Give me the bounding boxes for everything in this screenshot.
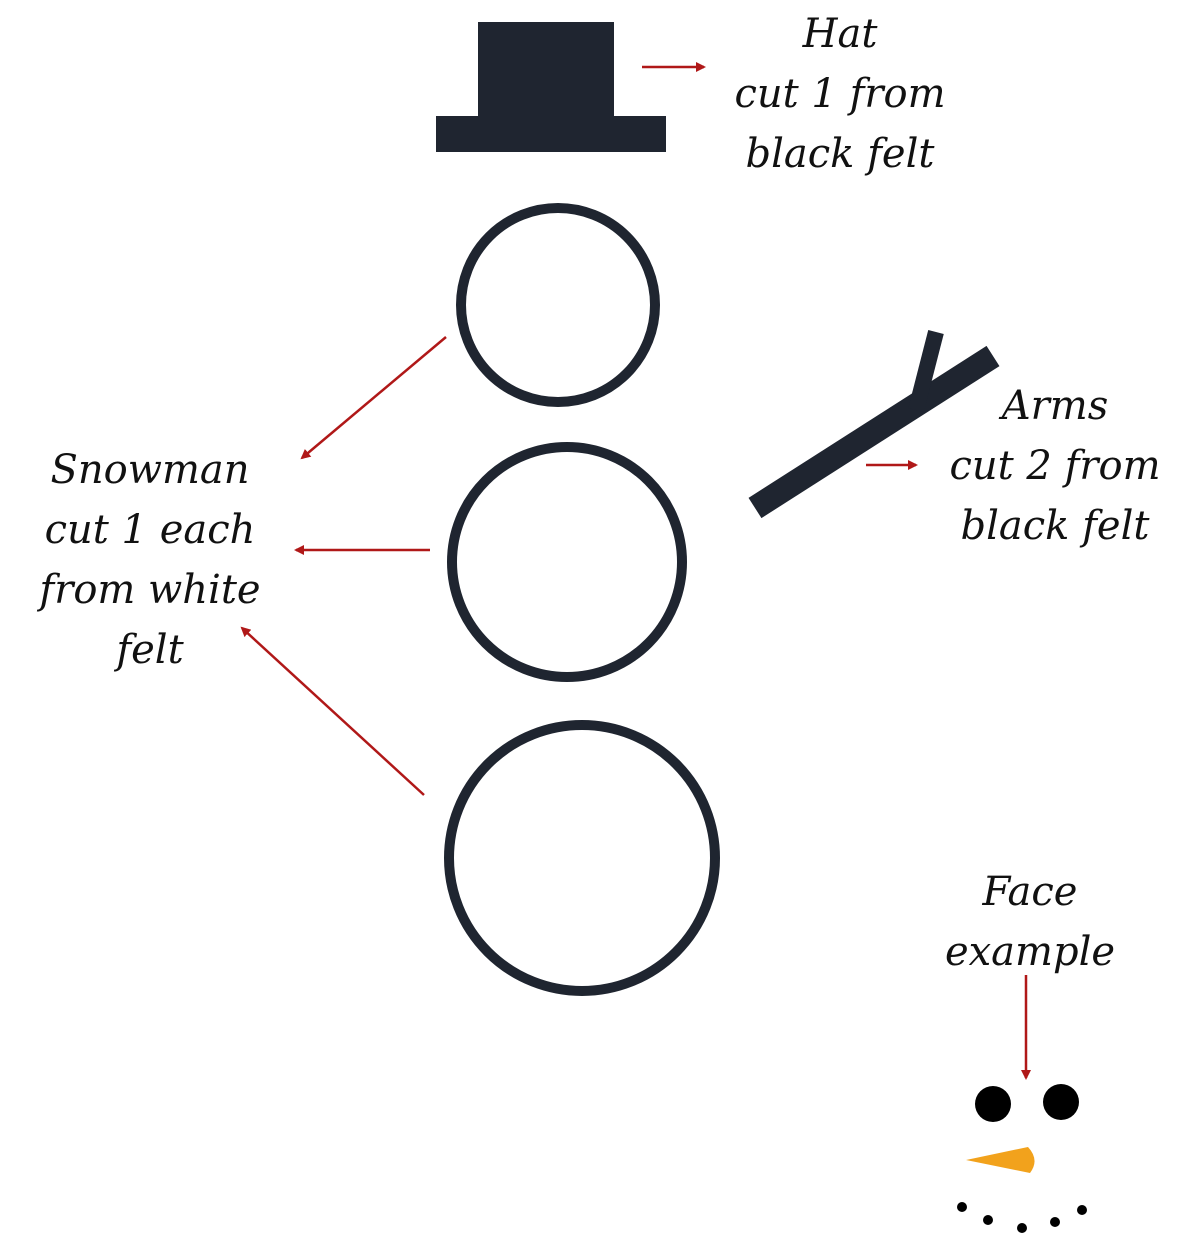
arms-label-line: Arms — [910, 376, 1199, 436]
left-eye — [975, 1086, 1011, 1122]
hat-crown — [478, 22, 614, 122]
snowman-circle-large — [449, 725, 715, 991]
arrow-snowman-top — [302, 337, 446, 458]
arms-label-line: black felt — [910, 496, 1199, 556]
snowman-circle-small — [461, 208, 655, 402]
mouth-dot — [957, 1202, 967, 1212]
hat-label: Hat cut 1 from black felt — [690, 4, 990, 184]
snowman-label-line: Snowman — [0, 440, 300, 500]
mouth-dot — [1017, 1223, 1027, 1233]
face-label-line: Face — [890, 862, 1170, 922]
hat-label-line: Hat — [690, 4, 990, 64]
hat-label-line: black felt — [690, 124, 990, 184]
mouth-dot — [1050, 1217, 1060, 1227]
mouth-dot — [983, 1215, 993, 1225]
snowman-label: Snowman cut 1 each from white felt — [0, 440, 300, 680]
snowman-label-line: felt — [0, 620, 300, 680]
snowman-label-line: from white — [0, 560, 300, 620]
mouth-dot — [1077, 1205, 1087, 1215]
arms-label-line: cut 2 from — [910, 436, 1199, 496]
right-eye — [1043, 1084, 1079, 1120]
hat-label-line: cut 1 from — [690, 64, 990, 124]
face-label-line: example — [890, 922, 1170, 982]
face-example — [957, 1084, 1087, 1233]
snowman-label-line: cut 1 each — [0, 500, 300, 560]
arms-label: Arms cut 2 from black felt — [910, 376, 1199, 556]
carrot-nose — [966, 1147, 1035, 1173]
hat-brim — [436, 116, 666, 152]
face-label: Face example — [890, 862, 1170, 982]
snowman-circle-medium — [452, 447, 682, 677]
hat-piece — [436, 22, 666, 152]
